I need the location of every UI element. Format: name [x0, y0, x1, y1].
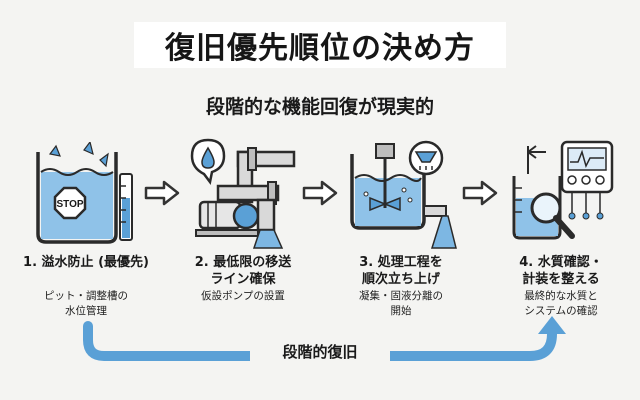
stop-sign-tank-icon: STOP	[36, 142, 133, 244]
title-banner: 復旧優先順位の決め方	[134, 22, 506, 68]
step-arrow-2	[302, 180, 338, 206]
step-3-title: 3. 処理工程を 順次立ち上げ	[359, 255, 443, 287]
page-subtitle: 段階的な機能回復が現実的	[205, 96, 434, 118]
step-1-desc: ピット・調整槽の 水位管理	[44, 290, 128, 317]
step-4-title: 4. 水質確認・ 計装を整える	[519, 255, 603, 287]
step-3-desc: 凝集・固液分離の 開始	[359, 290, 443, 317]
step-arrow-3	[462, 180, 498, 206]
page-title: 復旧優先順位の決め方	[165, 31, 475, 66]
step-2-desc: 仮設ポンプの設置	[201, 290, 285, 302]
step-4-desc: 最終的な水質と システムの確認	[524, 290, 598, 317]
step-2-title: 2. 最低限の移送 ライン確保	[194, 255, 292, 287]
stop-sign-text: STOP	[56, 199, 83, 210]
beaker-magnifier-icon	[512, 140, 614, 240]
step-arrow-1	[144, 180, 180, 206]
mixing-tank-icon	[350, 140, 457, 249]
step-1-title: 1. 溢水防止 (最優先)	[23, 255, 149, 270]
flow-label: 段階的復旧	[250, 341, 390, 362]
pump-pipe-icon	[190, 138, 296, 249]
